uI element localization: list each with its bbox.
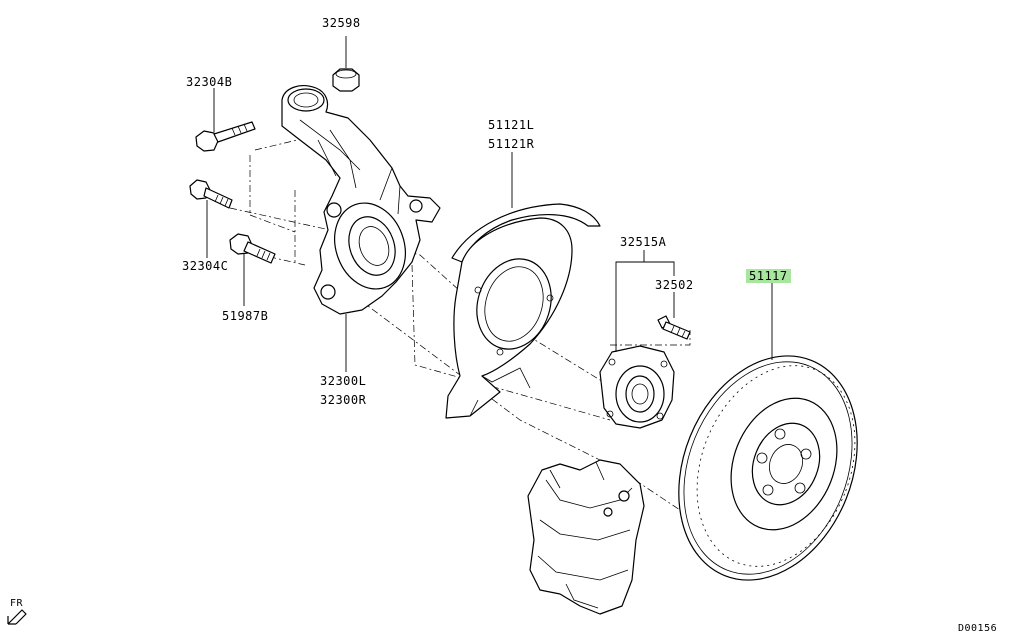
bolt-51987B-part: [229, 233, 276, 264]
label-32300L[interactable]: 32300L: [320, 374, 367, 388]
bolt-32304C-part: [189, 179, 233, 209]
label-32304B[interactable]: 32304B: [186, 75, 233, 89]
dust-shield-part: [445, 203, 601, 419]
hub-assembly-part: [599, 345, 675, 429]
caliper-part: [527, 459, 645, 615]
label-51121R[interactable]: 51121R: [488, 137, 535, 151]
direction-label: FR: [10, 598, 24, 609]
label-32304C[interactable]: 32304C: [182, 259, 229, 273]
label-32300R[interactable]: 32300R: [320, 393, 367, 407]
label-32598[interactable]: 32598: [322, 16, 361, 30]
label-51987B[interactable]: 51987B: [222, 309, 269, 323]
front-direction-arrow-icon: [7, 609, 27, 625]
drawing-code: D00156: [958, 623, 998, 634]
label-51121L[interactable]: 51121L: [488, 118, 535, 132]
leader-lines: [206, 36, 773, 372]
label-51117-highlighted[interactable]: 51117: [746, 269, 791, 283]
label-32515A[interactable]: 32515A: [620, 235, 667, 249]
bolt-32304B-part: [195, 121, 256, 152]
brake-disc-part: [678, 355, 858, 581]
label-32502[interactable]: 32502: [655, 278, 694, 292]
hub-bolt-32502-part: [657, 315, 691, 340]
nut-32598-part: [332, 68, 360, 92]
knuckle-part: [281, 85, 441, 315]
